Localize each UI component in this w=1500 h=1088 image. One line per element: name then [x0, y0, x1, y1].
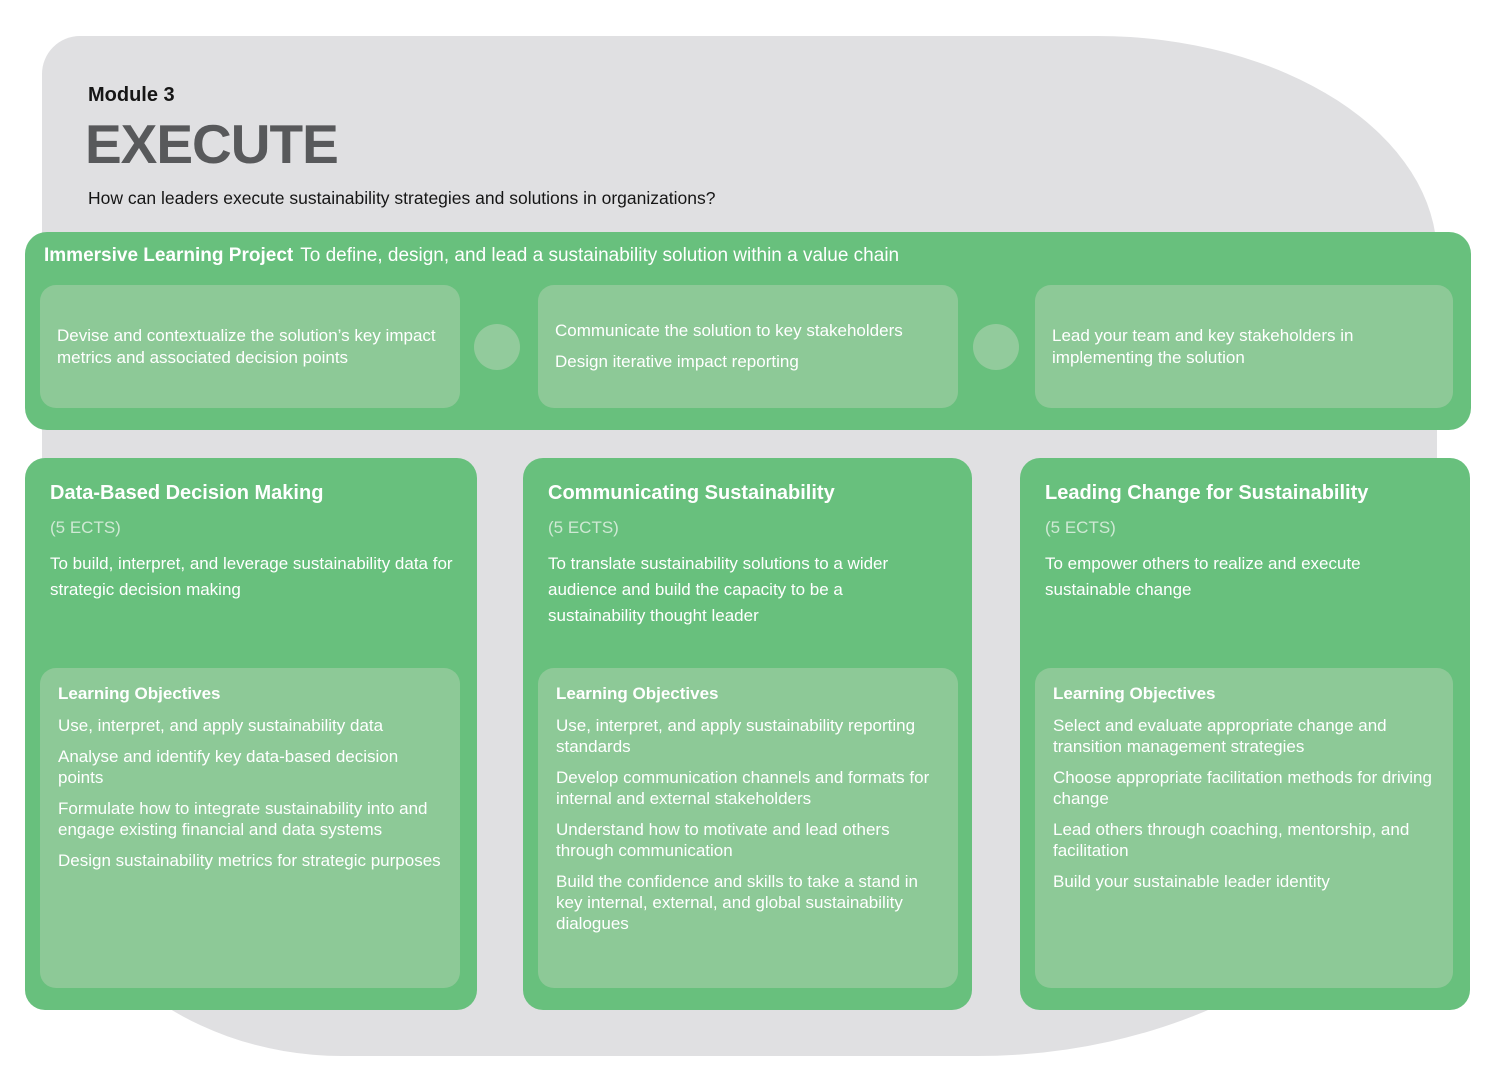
learning-objective-item: Use, interpret, and apply sustainability… — [58, 716, 384, 735]
immersive-learning-project-banner: Immersive Learning Project To define, des… — [25, 232, 1471, 430]
project-step-1: Devise and contextualize the solution’s … — [40, 285, 460, 408]
course-ects: (5 ECTS) — [548, 518, 619, 537]
course-ects: (5 ECTS) — [50, 518, 121, 537]
learning-objective-item: Choose appropriate facilitation methods … — [1053, 768, 1432, 808]
learning-objectives-box: Learning Objectives Select and evaluate … — [1035, 668, 1453, 988]
learning-objectives-title: Learning Objectives — [556, 684, 719, 703]
course-card-communicating-sustainability: Communicating Sustainability (5 ECTS) To… — [523, 458, 972, 1010]
learning-objective-item: Build your sustainable leader identity — [1053, 872, 1330, 891]
course-title: Data-Based Decision Making — [50, 482, 324, 504]
learning-objective-item: Analyse and identify key data-based deci… — [58, 747, 399, 787]
course-description: To translate sustainability solutions to… — [548, 554, 889, 625]
course-card-header: Communicating Sustainability (5 ECTS) To… — [523, 458, 972, 629]
learning-objective-item: Understand how to motivate and lead othe… — [556, 820, 890, 860]
learning-objective-item: Use, interpret, and apply sustainability… — [556, 716, 916, 756]
course-card-leading-change-for-sustainability: Leading Change for Sustainability (5 ECT… — [1020, 458, 1470, 1010]
page-subtitle: How can leaders execute sustainability s… — [88, 188, 716, 208]
banner-header: Immersive Learning Project To define, des… — [44, 245, 899, 267]
project-step-3: Lead your team and key stakeholders in i… — [1035, 285, 1453, 408]
learning-objective-item: Develop communication channels and forma… — [556, 768, 930, 808]
page-title: EXECUTE — [85, 113, 339, 175]
banner-description: To define, design, and lead a sustainabi… — [300, 245, 900, 266]
learning-objective-item: Build the confidence and skills to take … — [556, 872, 918, 933]
learning-objectives-box: Learning Objectives Use, interpret, and … — [40, 668, 460, 988]
learning-objective-item: Formulate how to integrate sustainabilit… — [58, 799, 428, 839]
module-label: Module 3 — [88, 84, 175, 106]
learning-objective-item: Lead others through coaching, mentorship… — [1053, 820, 1410, 860]
project-step-1-text: Devise and contextualize the solution’s … — [57, 325, 436, 367]
learning-objectives-box: Learning Objectives Use, interpret, and … — [538, 668, 958, 988]
connector-dot-1 — [474, 324, 520, 370]
project-step-3-text: Lead your team and key stakeholders in i… — [1052, 325, 1354, 367]
learning-objective-item: Select and evaluate appropriate change a… — [1053, 716, 1387, 756]
course-card-data-based-decision-making: Data-Based Decision Making (5 ECTS) To b… — [25, 458, 477, 1010]
learning-objective-item: Design sustainability metrics for strate… — [58, 851, 441, 870]
learning-objectives-title: Learning Objectives — [58, 684, 221, 703]
course-title: Communicating Sustainability — [548, 482, 835, 504]
banner-title: Immersive Learning Project — [44, 245, 294, 266]
course-ects: (5 ECTS) — [1045, 518, 1116, 537]
project-step-2-text-2: Design iterative impact reporting — [555, 352, 799, 371]
learning-objectives-title: Learning Objectives — [1053, 684, 1216, 703]
project-step-2-text-1: Communicate the solution to key stakehol… — [555, 321, 903, 340]
course-description: To empower others to realize and execute… — [1045, 554, 1361, 599]
project-step-2: Communicate the solution to key stakehol… — [538, 285, 958, 408]
course-card-header: Data-Based Decision Making (5 ECTS) To b… — [25, 458, 477, 603]
course-title: Leading Change for Sustainability — [1045, 482, 1369, 504]
course-description: To build, interpret, and leverage sustai… — [50, 554, 453, 599]
course-card-header: Leading Change for Sustainability (5 ECT… — [1020, 458, 1470, 603]
connector-dot-2 — [973, 324, 1019, 370]
